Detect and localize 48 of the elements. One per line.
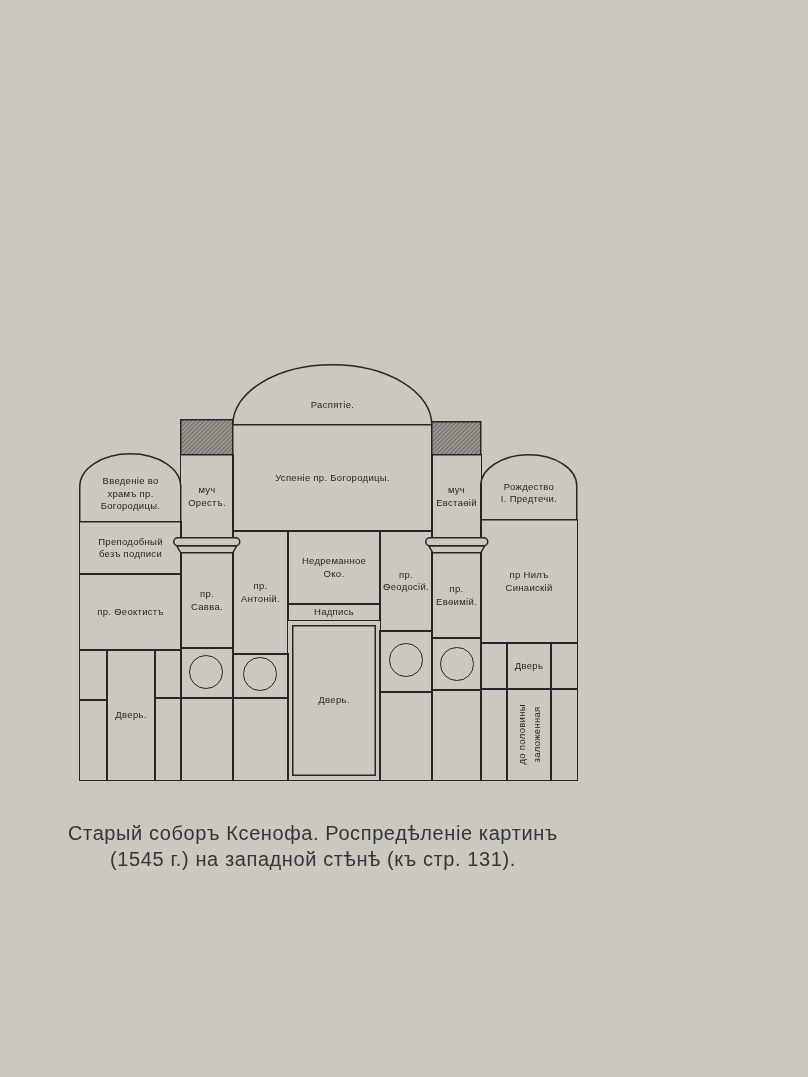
panel-label: Преподобный безъ подписи <box>97 535 164 561</box>
arched-fresco-panel <box>232 364 433 426</box>
panel-label: пр Нилъ Синаискій <box>504 569 554 594</box>
fresco-panel <box>287 530 381 605</box>
blank-wall-panel <box>550 688 578 781</box>
blank-wall-panel <box>550 642 578 690</box>
panel-label: Дверь. <box>115 708 147 722</box>
panel-label: Успеніе пр. Богородицы. <box>275 471 390 485</box>
blank-wall-panel <box>154 649 182 699</box>
fresco-panel <box>287 603 381 622</box>
panel-label: Рождество I. Предтечи. <box>499 480 559 506</box>
panel-label: Распятіе. <box>310 399 355 412</box>
arched-fresco-panel <box>480 454 578 521</box>
panel-label: Введеніе во храмъ пр. Богородицы. <box>99 475 162 513</box>
panel-label: муч Евстаѳій <box>435 484 478 509</box>
blank-wall-panel <box>431 637 482 691</box>
door-panel <box>506 642 552 690</box>
fresco-panel <box>506 688 552 781</box>
panel-label: пр. Ѳеодосій. <box>383 568 429 594</box>
door-panel <box>106 649 156 781</box>
blank-wall-panel <box>480 642 508 690</box>
blank-wall-panel <box>154 697 182 781</box>
panel-label: пр. Савва. <box>190 588 224 613</box>
panel-label: Дверь. <box>318 694 350 707</box>
blank-wall-panel <box>431 689 482 781</box>
panel-label: Надпись <box>314 606 354 619</box>
blank-wall-panel <box>180 697 234 781</box>
panel-label: Недреманное Око. <box>300 555 368 580</box>
blank-wall-panel <box>180 647 234 699</box>
blank-wall-panel <box>79 699 108 781</box>
blank-wall-panel <box>379 630 433 693</box>
blank-wall-panel <box>480 688 508 781</box>
panel-label: пр. Антоній. <box>240 580 281 605</box>
blank-wall-panel <box>232 653 289 699</box>
panel-label: до половины заложенная <box>514 703 543 767</box>
panel-label: муч Орестъ. <box>187 484 227 509</box>
door-panel <box>287 620 381 781</box>
blank-wall-panel <box>379 691 433 781</box>
fresco-panel <box>79 573 182 651</box>
blank-wall-panel <box>232 697 289 781</box>
fresco-panel <box>480 519 578 644</box>
panel-label: Дверь <box>514 659 544 673</box>
panel-label: пр. Ѳеоктистъ <box>97 605 164 619</box>
figure-caption: Старый соборъ Ксенофа. Роспредѣленіе картинъ (1545 г.) на западной стѣнѣ (къ стр. 131). <box>67 821 559 872</box>
fresco-panel <box>79 521 182 575</box>
blank-wall-panel <box>79 649 108 701</box>
arched-fresco-panel <box>79 453 182 523</box>
panel-label: пр. Евѳимій. <box>435 583 478 608</box>
